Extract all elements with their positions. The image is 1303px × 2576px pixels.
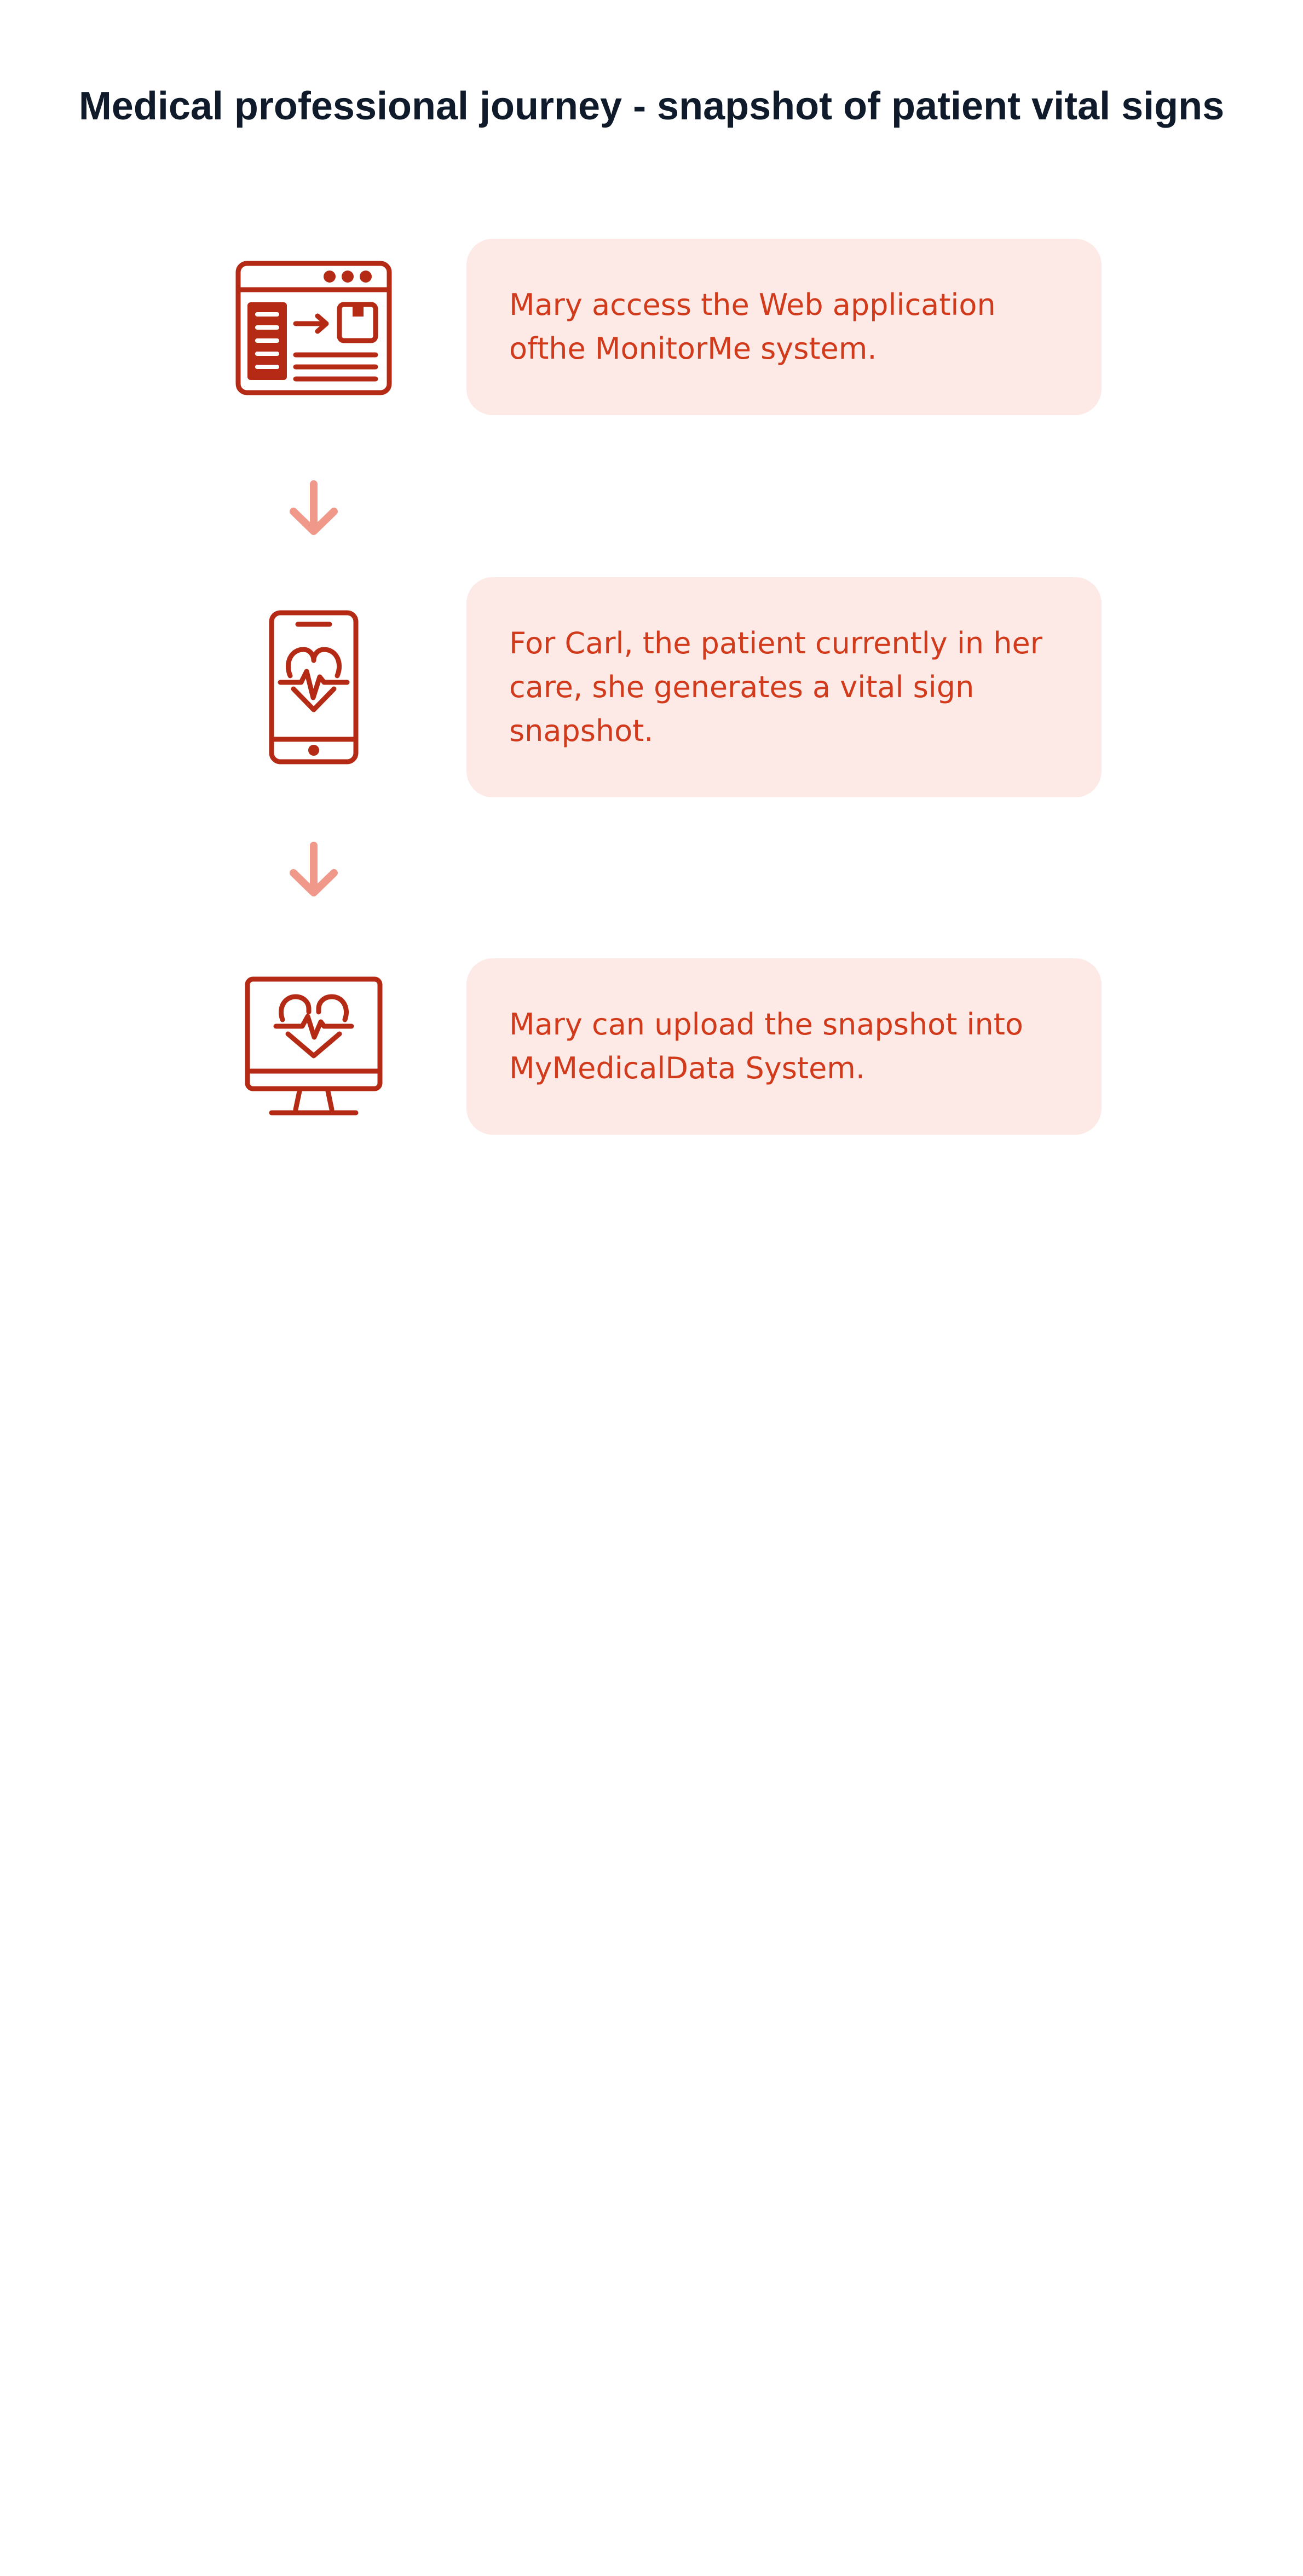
step-card: For Carl, the patient currently in her c… xyxy=(466,577,1102,797)
step-text: For Carl, the patient currently in her c… xyxy=(509,626,1042,748)
monitor-heartbeat-icon xyxy=(244,976,383,1117)
step-card: Mary access the Web application ofthe Mo… xyxy=(466,239,1102,415)
step-card: Mary can upload the snapshot into MyMedi… xyxy=(466,958,1102,1135)
arrow-down-icon xyxy=(288,841,339,898)
web-application-icon xyxy=(235,261,392,395)
step-text: Mary can upload the snapshot into MyMedi… xyxy=(509,1007,1023,1085)
step-text: Mary access the Web application ofthe Mo… xyxy=(509,288,996,366)
page-title: Medical professional journey - snapshot … xyxy=(78,84,1225,128)
smartphone-heartbeat-icon xyxy=(268,610,359,764)
arrow-down-icon xyxy=(288,480,339,537)
